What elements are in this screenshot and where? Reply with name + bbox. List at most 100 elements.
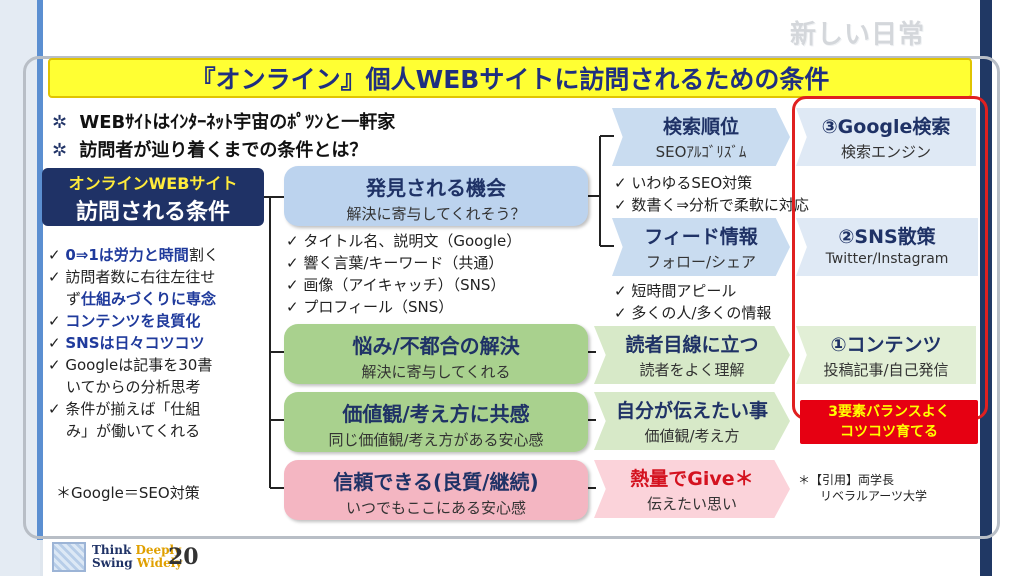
bullet-text: 訪問者が辿り着くまでの条件とは？ bbox=[79, 140, 368, 161]
citation-line: リベラルアーツ大学 bbox=[820, 489, 928, 503]
left-margin bbox=[0, 0, 40, 576]
check-icon: ✓ bbox=[48, 246, 61, 264]
pill-empathy: 価値観/考え方に共感 同じ価値観/考え方がある安心感 bbox=[284, 392, 588, 452]
check-icon: ✓ bbox=[48, 356, 61, 374]
left-list-text: SNSは日々コツコツ bbox=[65, 334, 205, 352]
footnote: ＊Google＝SEO対策 bbox=[56, 484, 200, 502]
left-list-item: ✓ 訪問者数に右往左往せ bbox=[48, 266, 219, 288]
feed-checklist: ✓ 短時間アピール ✓ 多くの人/多くの情報 bbox=[614, 280, 771, 324]
left-list-text: Googleは記事を30書 bbox=[65, 356, 213, 374]
pill-problem-solving: 悩み/不都合の解決 解決に寄与してくれる bbox=[284, 324, 588, 384]
left-list-text: み」が働いてくれる bbox=[66, 422, 201, 440]
left-list-text: 割く bbox=[188, 246, 219, 264]
left-list-text: ず bbox=[66, 290, 82, 308]
chevron-title: 読者目線に立つ bbox=[625, 334, 759, 356]
box-title: ②SNS散策 bbox=[838, 226, 936, 248]
feed-item: ✓ 短時間アピール bbox=[614, 282, 737, 300]
left-accent-line bbox=[37, 0, 43, 540]
left-list-text: コンテンツを良質化 bbox=[65, 312, 201, 330]
left-list-text: 条件が揃えば「仕組 bbox=[65, 400, 201, 418]
chevron-title: 検索順位 bbox=[662, 116, 739, 138]
chevron-reader-view: 読者目線に立つ 読者をよく理解 bbox=[594, 326, 790, 384]
check-icon: ✓ bbox=[48, 400, 61, 418]
left-list-item: み」が働いてくれる bbox=[48, 420, 219, 442]
left-list-text: 訪問者数に右往左往せ bbox=[65, 268, 216, 286]
chevron-subtitle: フォロー/シェア bbox=[645, 253, 757, 271]
box-subtitle: 投稿記事/自己発信 bbox=[823, 361, 949, 379]
tagline-word: Deeply bbox=[135, 543, 182, 557]
left-list-text: いてからの分析思考 bbox=[66, 378, 201, 396]
pill-title: 発見される機会 bbox=[366, 176, 506, 200]
bullet-2: ✲ 訪問者が辿り着くまでの条件とは？ bbox=[52, 136, 367, 162]
check-icon: ✓ bbox=[48, 334, 61, 352]
pill-subtitle: 解決に寄与してくれる bbox=[361, 363, 511, 381]
chevron-subtitle: 価値観/考え方 bbox=[644, 427, 740, 445]
pill-title: 信頼できる(良質/継続) bbox=[333, 470, 539, 494]
callout-line: 3要素バランスよく bbox=[828, 404, 950, 420]
pill-trust: 信頼できる(良質/継続) いつでもここにある安心感 bbox=[284, 460, 588, 520]
left-list-text: 仕組みづくりに専念 bbox=[81, 290, 217, 308]
discovery-item: ✓ プロフィール（SNS） bbox=[286, 298, 454, 316]
seo-item: ✓ 数書く⇒分析で柔軟に対応 bbox=[614, 196, 809, 214]
pill-discovery: 発見される機会 解決に寄与してくれそう？ bbox=[284, 166, 588, 226]
seo-item: ✓ いわゆるSEO対策 bbox=[614, 174, 753, 192]
left-checklist: ✓ 0⇒1は労力と時間割く ✓ 訪問者数に右往左往せ ず仕組みづくりに専念 ✓ … bbox=[48, 244, 219, 442]
left-list-item: ✓ コンテンツを良質化 bbox=[48, 310, 219, 332]
content-frame bbox=[23, 56, 1000, 539]
chevron-subtitle: 読者をよく理解 bbox=[639, 361, 745, 379]
chevron-title: 自分が伝えたい事 bbox=[615, 400, 768, 422]
bullet-mark-icon: ✲ bbox=[52, 140, 68, 161]
pill-subtitle: 解決に寄与してくれそう？ bbox=[346, 205, 526, 223]
chevron-search-rank: 検索順位 SEOｱﾙｺﾞﾘｽﾞﾑ bbox=[612, 108, 790, 166]
chevron-message: 自分が伝えたい事 価値観/考え方 bbox=[594, 392, 790, 450]
chevron-title: フィード情報 bbox=[644, 226, 758, 248]
bullet-mark-icon: ✲ bbox=[52, 112, 68, 133]
box-title: ③Google検索 bbox=[821, 116, 951, 138]
box-subtitle: 検索エンジン bbox=[840, 143, 931, 161]
discovery-item: ✓ 響く言葉/キーワード（共通） bbox=[286, 254, 504, 272]
box-google-search: ③Google検索 検索エンジン bbox=[796, 108, 976, 166]
tagline-word: Swing bbox=[92, 556, 137, 570]
left-list-item: ✓ Googleは記事を30書 bbox=[48, 354, 219, 376]
bullet-text: WEBｻｲﾄはｲﾝﾀｰﾈｯﾄ宇宙のﾎﾟﾂﾝと一軒家 bbox=[79, 112, 396, 133]
root-line1: オンラインWEBサイト bbox=[68, 174, 238, 193]
pill-subtitle: 同じ価値観/考え方がある安心感 bbox=[328, 431, 544, 449]
check-icon: ✓ bbox=[48, 312, 61, 330]
citation-line: ＊【引用】両学長 bbox=[798, 473, 895, 487]
logo-icon bbox=[52, 542, 86, 572]
pill-subtitle: いつでもここにある安心感 bbox=[345, 499, 526, 517]
balance-callout: 3要素バランスよく コツコツ育てる bbox=[800, 400, 978, 444]
chevron-title: 熱量でGive＊ bbox=[630, 468, 754, 490]
feed-item: ✓ 多くの人/多くの情報 bbox=[614, 304, 772, 322]
box-title: ①コンテンツ bbox=[830, 334, 942, 356]
corner-title: 新しい日常 bbox=[790, 20, 926, 50]
check-icon: ✓ bbox=[48, 268, 61, 286]
left-list-item: ✓ 条件が揃えば「仕組 bbox=[48, 398, 219, 420]
discovery-checklist: ✓ タイトル名、説明文（Google） ✓ 響く言葉/キーワード（共通） ✓ 画… bbox=[286, 230, 521, 318]
left-list-item: いてからの分析思考 bbox=[48, 376, 219, 398]
pill-title: 価値観/考え方に共感 bbox=[342, 402, 530, 426]
root-line2: 訪問される条件 bbox=[75, 200, 230, 225]
banner-title: 『オンライン』個人WEBサイトに訪問されるための条件 bbox=[48, 58, 972, 98]
chevron-feed: フィード情報 フォロー/シェア bbox=[612, 218, 790, 276]
left-list-item: ✓ SNSは日々コツコツ bbox=[48, 332, 219, 354]
bullet-1: ✲ WEBｻｲﾄはｲﾝﾀｰﾈｯﾄ宇宙のﾎﾟﾂﾝと一軒家 bbox=[52, 108, 395, 134]
chevron-subtitle: 伝えたい思い bbox=[646, 495, 737, 513]
box-subtitle: Twitter/Instagram bbox=[825, 251, 949, 267]
highlight-frame bbox=[792, 96, 988, 420]
left-list-item: ず仕組みづくりに専念 bbox=[48, 288, 219, 310]
discovery-item: ✓ 画像（アイキャッチ）（SNS） bbox=[286, 276, 506, 294]
callout-line: コツコツ育てる bbox=[840, 424, 938, 440]
root-condition-box: オンラインWEBサイト 訪問される条件 bbox=[42, 168, 264, 226]
pill-title: 悩み/不都合の解決 bbox=[352, 334, 520, 358]
tagline-word: Widely bbox=[136, 556, 183, 570]
box-content: ①コンテンツ 投稿記事/自己発信 bbox=[796, 326, 976, 384]
footer-tagline: Think Deeply Swing Widely bbox=[92, 544, 182, 570]
chevron-subtitle: SEOｱﾙｺﾞﾘｽﾞﾑ bbox=[655, 143, 747, 161]
citation: ＊【引用】両学長 リベラルアーツ大学 bbox=[798, 472, 927, 504]
chevron-passion: 熱量でGive＊ 伝えたい思い bbox=[594, 460, 790, 518]
left-list-text: 0⇒1は労力と時間 bbox=[65, 246, 189, 264]
seo-checklist: ✓ いわゆるSEO対策 ✓ 数書く⇒分析で柔軟に対応 bbox=[614, 172, 809, 216]
box-sns: ②SNS散策 Twitter/Instagram bbox=[796, 218, 978, 276]
